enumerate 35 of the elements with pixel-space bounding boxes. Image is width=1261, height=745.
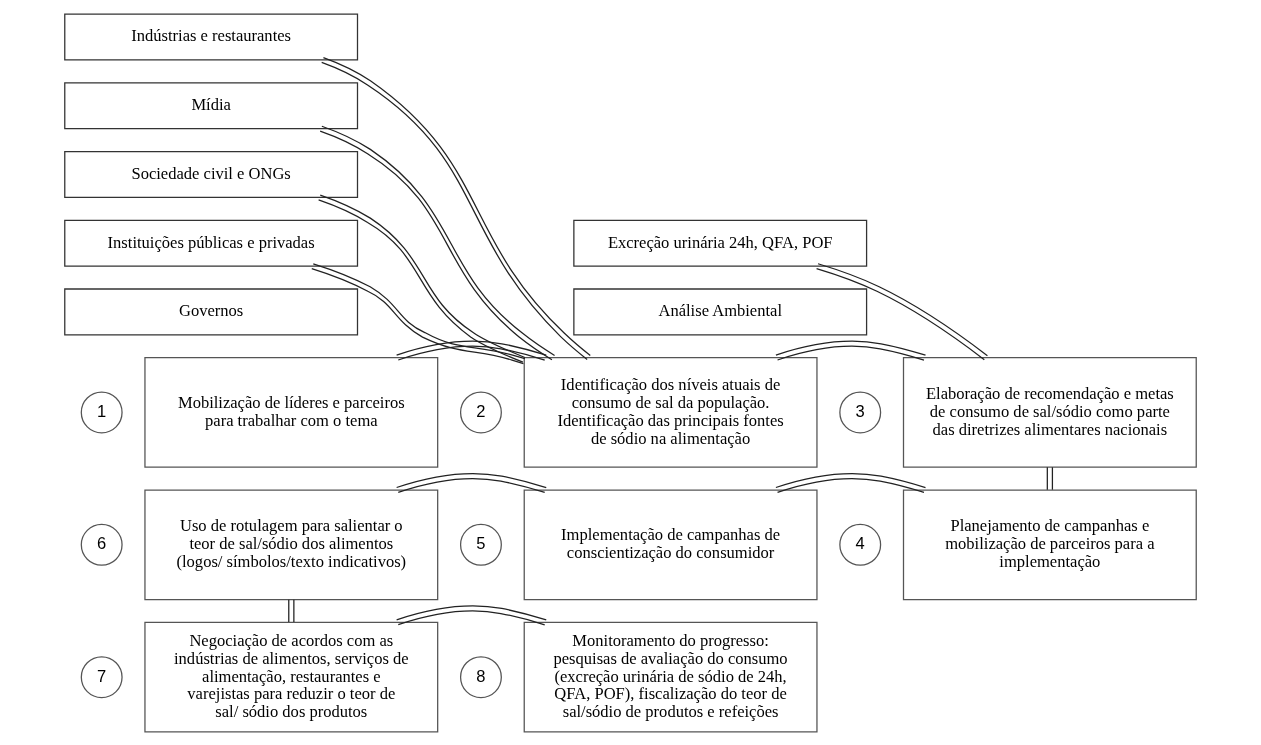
node-circle: 7 (80, 655, 123, 698)
node-box: Monitoramento do progresso: pesquisas de avaliação do consumo (excreção urinária de sódio de 24h, QFA, POF), fiscalização do teor de sal/sódio de produtos e refeições (523, 621, 818, 733)
connector (321, 56, 591, 360)
connector (396, 472, 547, 493)
node-circle: 1 (80, 390, 123, 433)
connector (288, 598, 295, 623)
node-circle: 4 (839, 523, 882, 566)
node-box: Governos (64, 287, 359, 335)
connector (396, 604, 547, 625)
connector (775, 472, 927, 493)
node-box: Análise Ambiental (573, 287, 868, 335)
connector (775, 340, 927, 361)
node-circle: 2 (459, 390, 502, 433)
node-box: Elaboração de recomendação e metas de consumo de sal/sódio como parte das diretrizes alimentares nacionais (902, 356, 1197, 468)
connector (396, 340, 547, 361)
node-box: Mídia (64, 81, 359, 129)
connector (317, 193, 526, 363)
node-box: Uso de rotulagem para salientar o teor de sal/sódio dos alimentos (logos/ símbolos/texto indicativos) (144, 488, 439, 600)
connector (319, 125, 556, 360)
connector (311, 262, 526, 364)
node-circle: 3 (839, 390, 882, 433)
node-box: Indústrias e restaurantes (64, 12, 359, 61)
node-box: Implementação de campanhas de conscientização do consumidor (523, 488, 818, 600)
node-box: Excreção urinária 24h, QFA, POF (573, 219, 868, 267)
node-box: Mobilização de líderes e parceiros para trabalhar com o tema (144, 356, 439, 468)
node-circle: 6 (80, 523, 123, 566)
node-box: Sociedade civil e ONGs (64, 150, 359, 198)
node-circle: 8 (459, 655, 502, 698)
connector (1046, 466, 1054, 490)
node-box: Identificação dos níveis atuais de consumo de sal da população. Identificação das principais fontes de sódio na alimentação (523, 356, 818, 468)
node-circle: 5 (459, 523, 502, 566)
node-box: Planejamento de campanhas e mobilização de parceiros para a implementação (902, 488, 1197, 600)
node-box: Instituições públicas e privadas (64, 219, 359, 267)
node-box: Negociação de acordos com as indústrias de alimentos, serviços de alimentação, restaurantes e varejistas para reduzir o teor de sal/ sódio dos produtos (144, 621, 439, 733)
connector (815, 262, 989, 360)
